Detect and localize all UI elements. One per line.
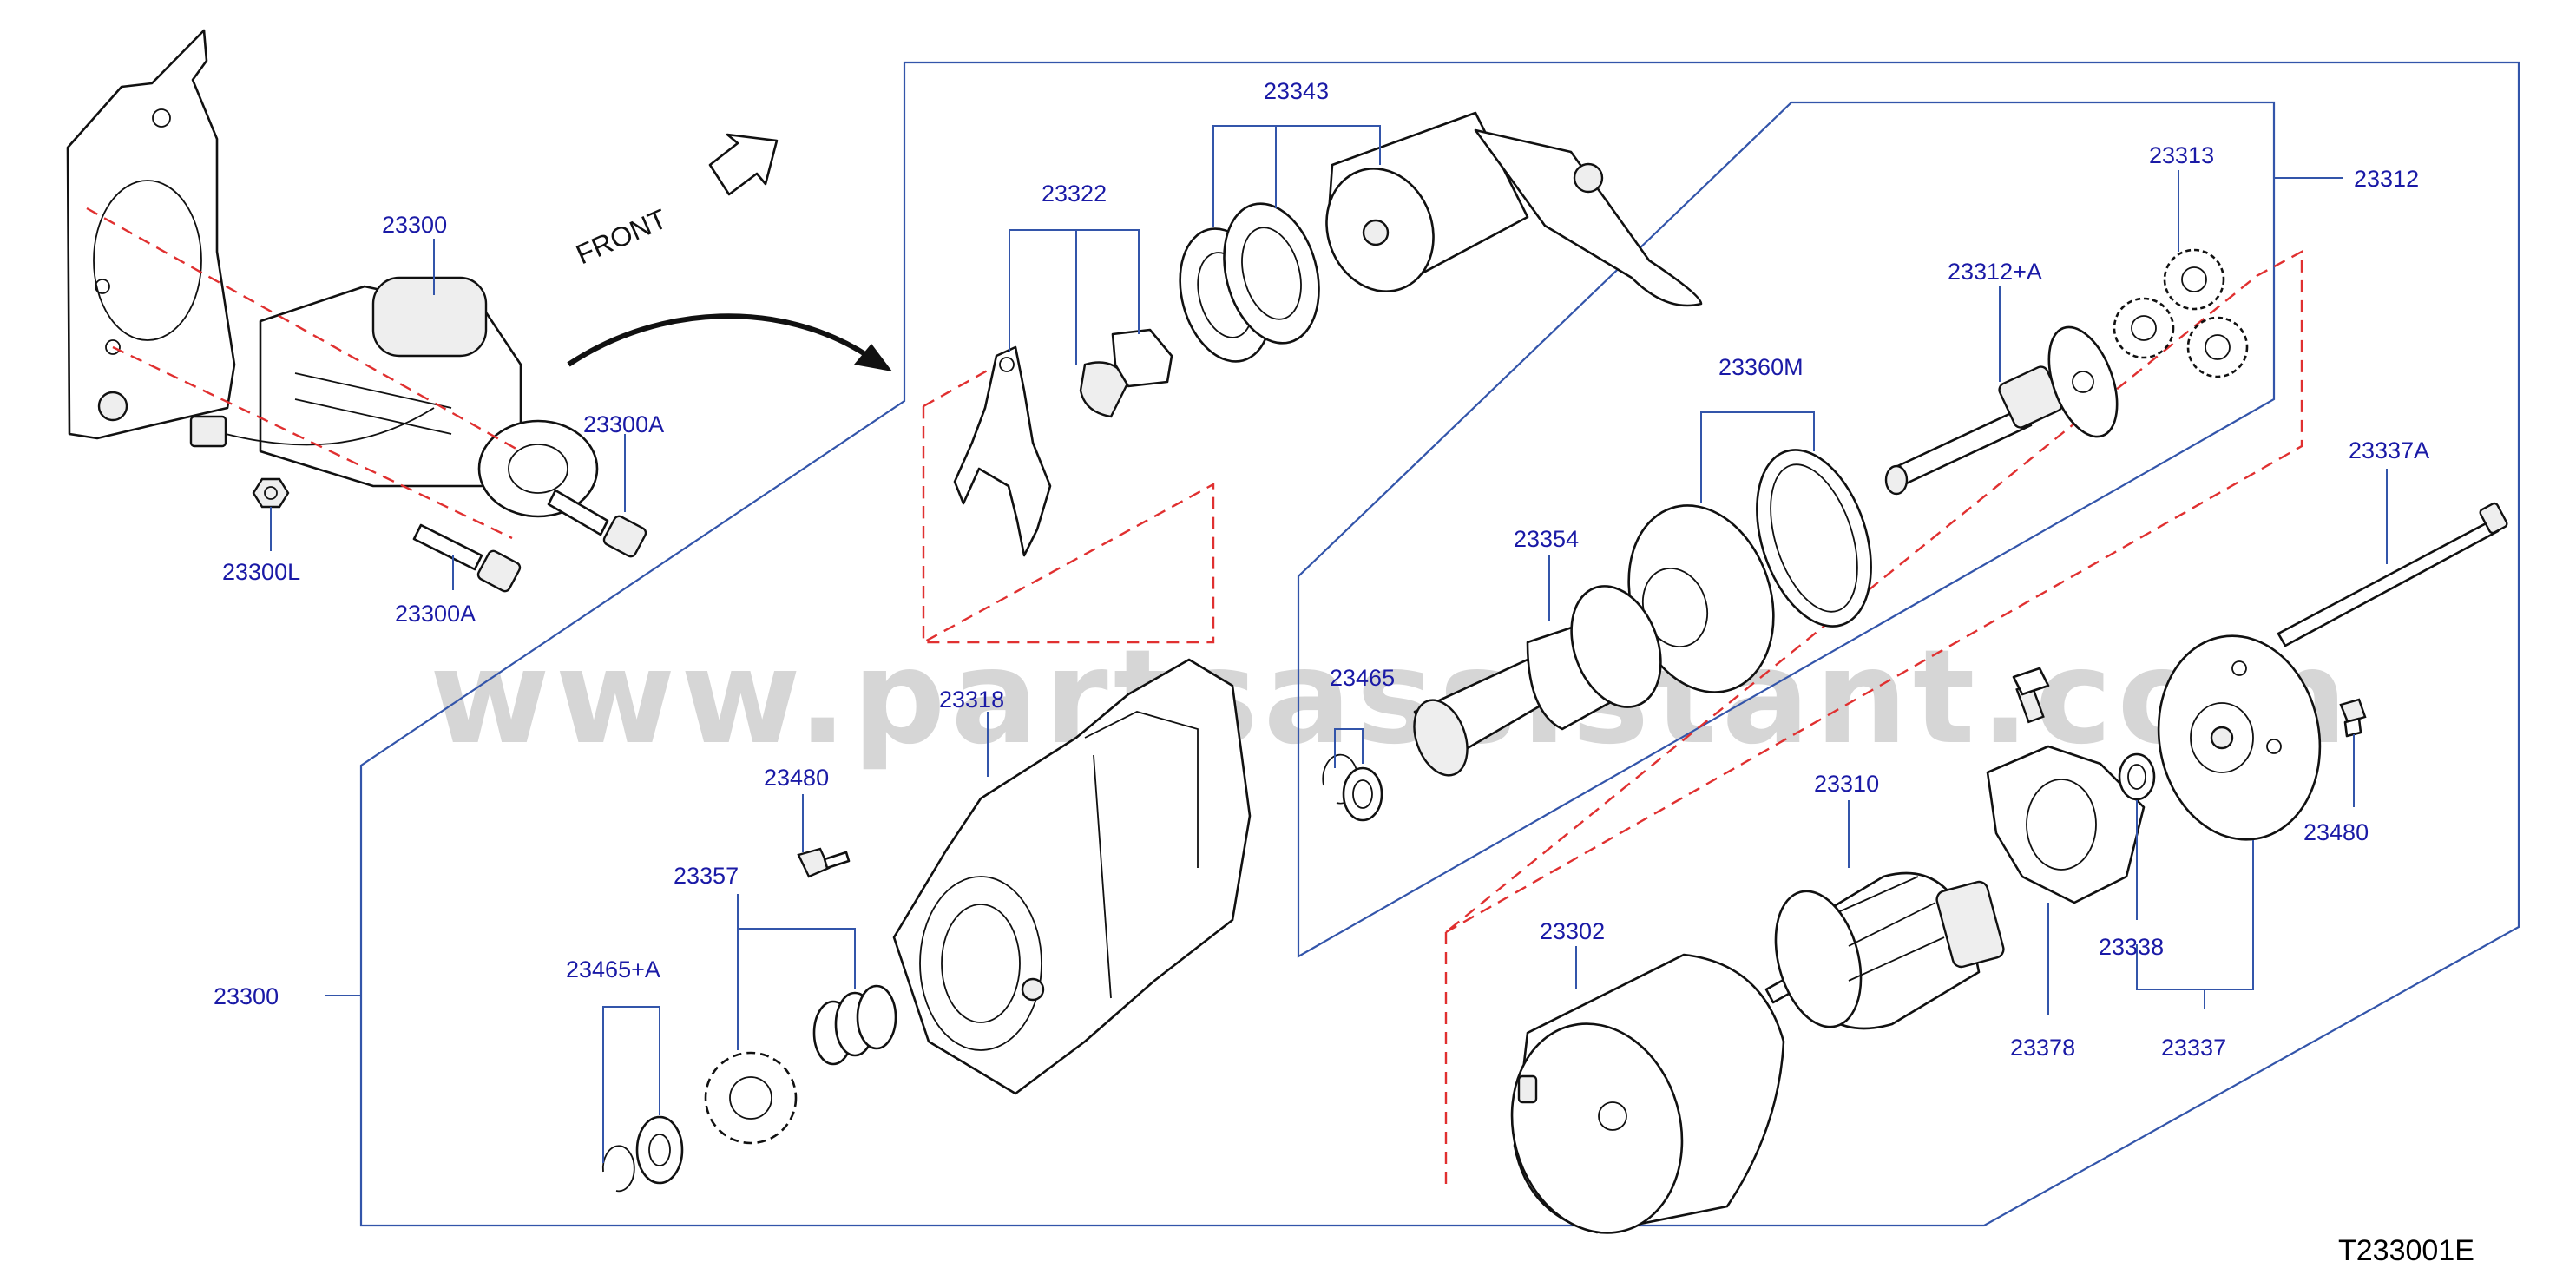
front-direction-arrow-icon [708, 133, 779, 196]
solenoid-lever-dashed-box [922, 406, 1215, 645]
stop-ring-23465A [601, 1115, 684, 1193]
label-23378: 23378 [2010, 1035, 2075, 1061]
label-23337: 23337 [2161, 1035, 2226, 1061]
yoke-dashed-box [1445, 249, 2303, 934]
planetary-gears-23313 [2113, 248, 2249, 378]
nut-23300L [252, 477, 290, 509]
label-23310: 23310 [1814, 771, 1879, 797]
label-23318: 23318 [939, 687, 1004, 713]
internal-gear-23360M [1627, 449, 1872, 693]
front-label: FRONT [571, 203, 671, 271]
pinion-gear-23357 [704, 1051, 798, 1145]
label-23337A: 23337A [2349, 437, 2429, 463]
label-23313: 23313 [2149, 142, 2214, 168]
label-23465A: 23465+A [566, 956, 660, 982]
planet-shaft-23312 [1884, 325, 2119, 496]
yoke-23302 [1510, 953, 1785, 1234]
assembly-frame-outer [359, 61, 2520, 1227]
mount-guide-2 [112, 345, 513, 540]
label-23480-left: 23480 [764, 765, 829, 791]
solenoid-23343 [1179, 111, 1703, 363]
armature-subframe [1297, 101, 2276, 958]
label-23300L: 23300L [222, 559, 300, 585]
brush-holder-23378 [1986, 667, 2146, 904]
label-23322: 23322 [1042, 181, 1107, 207]
label-23312A: 23312+A [1948, 259, 2042, 285]
bolt-23300A-upper [547, 489, 647, 558]
label-23300-side: 23300 [214, 983, 279, 1009]
label-23300A-lower: 23300A [395, 601, 476, 627]
label-23343: 23343 [1264, 78, 1329, 104]
label-23480-right: 23480 [2303, 819, 2369, 845]
snap-ring-23465 [1322, 753, 1383, 822]
assembly-arrow-icon [567, 313, 892, 371]
diagram-code: T233001E [2338, 1234, 2474, 1267]
pinion-shaft-23354 [1413, 585, 1662, 777]
label-23465: 23465 [1330, 665, 1395, 691]
label-23300-top: 23300 [382, 212, 447, 238]
armature-23310 [1764, 871, 2005, 1030]
springs-23357 [812, 984, 897, 1066]
shift-lever-23322 [953, 328, 1173, 557]
label-23300A-upper: 23300A [583, 411, 664, 437]
label-23354: 23354 [1514, 526, 1579, 552]
label-23357: 23357 [674, 863, 739, 889]
screw-23480-left [797, 847, 851, 878]
screw-23480-right [2339, 698, 2367, 738]
label-23312: 23312 [2354, 166, 2419, 192]
label-23360M: 23360M [1718, 354, 1804, 380]
label-23338: 23338 [2099, 934, 2164, 960]
part-labels: 23300 23300A 23300L 23300A 23343 23322 2… [214, 78, 2429, 1061]
through-bolt-23337A [2277, 502, 2508, 647]
end-cover-23337 [2157, 634, 2322, 841]
mount-guide-1 [86, 207, 522, 453]
label-23302: 23302 [1540, 918, 1605, 944]
bolt-23300A-lower [412, 523, 522, 593]
bearing-23338 [2118, 752, 2156, 801]
front-housing-23318 [892, 658, 1252, 1095]
leader-lines [270, 125, 2388, 1163]
engine-mounting-plate [66, 29, 236, 440]
